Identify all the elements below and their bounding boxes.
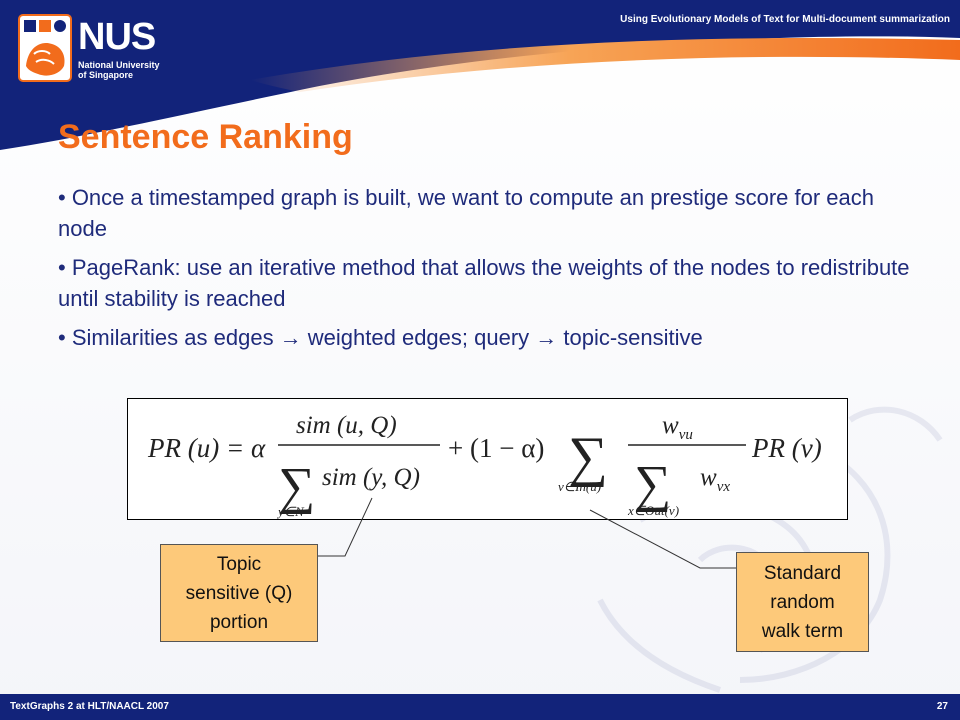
callout-line: walk term xyxy=(761,620,844,642)
nus-lion-crest-icon xyxy=(18,14,72,82)
bullet-list: • Once a timestamped graph is built, we … xyxy=(58,182,918,361)
sum-symbol-1: ∑ xyxy=(278,458,315,515)
formula-rhs: PR (v) xyxy=(751,433,822,463)
callout-line: sensitive (Q) xyxy=(185,582,293,604)
formula-denominator-2: wvx xyxy=(700,464,730,495)
callout-line: Topic xyxy=(216,553,262,575)
bullet-item: • Once a timestamped graph is built, we … xyxy=(58,185,875,241)
leader-line-left xyxy=(318,497,373,557)
formula-numerator-2: wvu xyxy=(662,412,693,443)
weight-subscript: vu xyxy=(679,427,693,443)
weight-w: w xyxy=(662,412,679,439)
weight-w: w xyxy=(700,464,717,491)
formula-sum-index-2: x∈Out(v) xyxy=(627,503,679,518)
logo-subtitle-line2: of Singapore xyxy=(78,70,134,80)
formula-sum-index-1: y∈N xyxy=(276,504,305,519)
nus-logo: NUS National University of Singapore xyxy=(18,14,183,96)
sum-symbol-outer: ∑ xyxy=(568,426,608,488)
presentation-title: Using Evolutionary Models of Text for Mu… xyxy=(620,14,950,25)
slide-title: Sentence Ranking xyxy=(58,118,353,156)
footer-bar: TextGraphs 2 at HLT/NAACL 2007 27 xyxy=(0,694,960,720)
logo-subtitle: National University of Singapore xyxy=(78,60,160,80)
pagerank-formula: PR (u) = α sim (u, Q) ∑ y∈N sim (y, Q) +… xyxy=(127,398,848,520)
callout-random-walk: Standard random walk term xyxy=(736,552,869,652)
formula-middle: + (1 − α) xyxy=(448,433,544,463)
logo-subtitle-line1: National University xyxy=(78,60,160,70)
sum-symbol-2: ∑ xyxy=(634,456,671,513)
formula-graphic: PR (u) = α sim (u, Q) ∑ y∈N sim (y, Q) +… xyxy=(147,412,822,519)
bullet-item: • PageRank: use an iterative method that… xyxy=(58,255,910,311)
weight-subscript: vx xyxy=(717,479,731,495)
callout-line: random xyxy=(770,591,835,613)
formula-lhs: PR (u) = α xyxy=(147,433,266,463)
footer-venue: TextGraphs 2 at HLT/NAACL 2007 xyxy=(10,701,169,712)
leader-line-right xyxy=(589,509,736,569)
formula-numerator-1: sim (u, Q) xyxy=(296,412,397,439)
logo-wordmark: NUS xyxy=(78,16,156,58)
callout-line: portion xyxy=(209,611,269,633)
callout-line: Standard xyxy=(763,562,842,584)
page-number: 27 xyxy=(936,701,948,712)
formula-denominator-1: sim (y, Q) xyxy=(322,464,420,491)
callout-topic-sensitive: Topic sensitive (Q) portion xyxy=(160,544,318,642)
bullet-item: • Similarities as edges → weighted edges… xyxy=(58,325,703,350)
formula-sum-index-outer: v∈In(u) xyxy=(558,479,601,494)
